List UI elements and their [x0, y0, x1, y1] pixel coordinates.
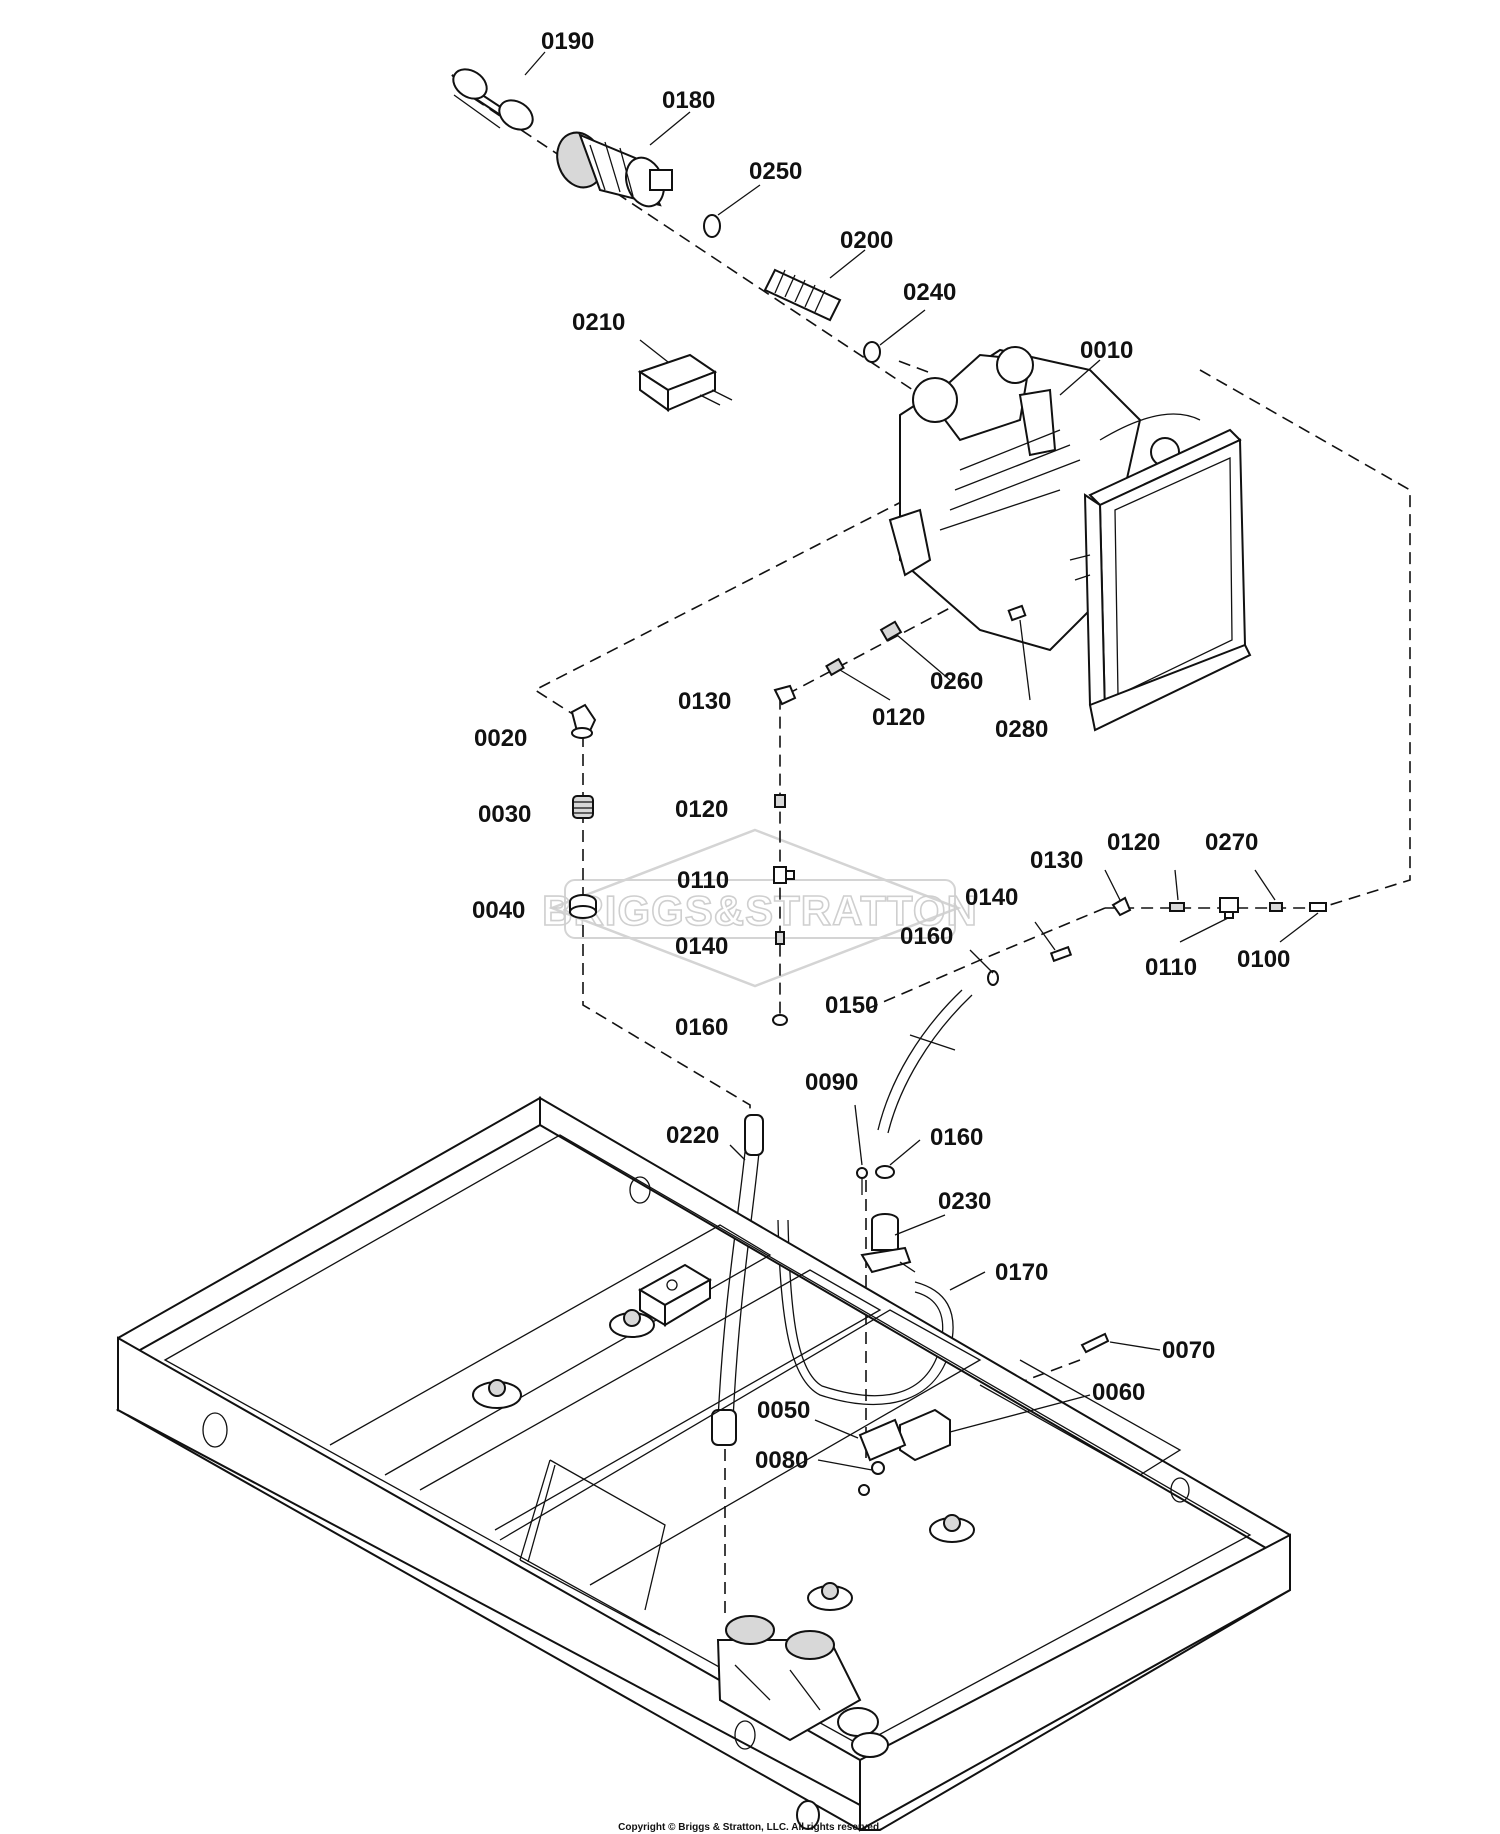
label-0160-mid: 0160 — [675, 1014, 728, 1041]
label-0260: 0260 — [930, 668, 983, 695]
fitting-0120b — [774, 794, 786, 808]
fitting-0120a — [825, 657, 845, 677]
label-0030: 0030 — [478, 801, 531, 828]
label-0240: 0240 — [903, 279, 956, 306]
ferrule-0160c — [875, 1165, 895, 1179]
label-0050: 0050 — [757, 1397, 810, 1424]
label-0200: 0200 — [840, 227, 893, 254]
intake-hose — [763, 268, 842, 322]
label-0010: 0010 — [1080, 337, 1133, 364]
label-0080: 0080 — [755, 1447, 808, 1474]
nut-0080 — [858, 1461, 885, 1496]
coupling-0030 — [572, 795, 594, 819]
engine-mounts — [472, 1309, 975, 1611]
air-cleaner-housing — [556, 131, 673, 208]
fuel-hose-0220 — [711, 1114, 764, 1446]
label-0090: 0090 — [805, 1069, 858, 1096]
base-frame — [115, 1096, 1291, 1832]
fuel-filter-0230 — [860, 1213, 916, 1274]
bolt-0090 — [856, 1167, 868, 1195]
label-0230: 0230 — [938, 1188, 991, 1215]
label-0270: 0270 — [1205, 829, 1258, 856]
junction-box — [638, 1263, 712, 1327]
elbow-0130a — [773, 684, 797, 706]
bushing-0040 — [569, 894, 597, 919]
label-0060: 0060 — [1092, 1379, 1145, 1406]
clamp-0250 — [703, 214, 721, 238]
label-0120-mid: 0120 — [675, 796, 728, 823]
label-0120-right: 0120 — [1107, 829, 1160, 856]
fitting-0140a — [775, 931, 785, 945]
label-0070: 0070 — [1162, 1337, 1215, 1364]
bracket-0060 — [899, 1408, 951, 1462]
fitting-0100 — [1309, 902, 1327, 912]
tee-0110a — [773, 866, 795, 884]
label-0110-mid: 0110 — [677, 867, 729, 894]
label-0170: 0170 — [995, 1259, 1048, 1286]
elbow-0020 — [570, 703, 597, 739]
label-0160-lower: 0160 — [930, 1124, 983, 1151]
label-0280: 0280 — [995, 716, 1048, 743]
fuel-hose-0150 — [877, 989, 973, 1134]
label-0160-right: 0160 — [900, 923, 953, 950]
label-0140-right: 0140 — [965, 884, 1018, 911]
elbow-0130b — [1111, 896, 1132, 917]
fitting-0270 — [1269, 902, 1283, 912]
radiator — [1069, 428, 1252, 732]
air-filter-element — [451, 68, 534, 131]
fuel-regulator — [716, 1615, 889, 1758]
label-0100: 0100 — [1237, 946, 1290, 973]
label-0120-upper: 0120 — [872, 704, 925, 731]
label-0110-right: 0110 — [1145, 954, 1197, 981]
watermark-text: BRIGGS&STRATTON — [542, 887, 978, 934]
label-0130-right: 0130 — [1030, 847, 1083, 874]
label-0210: 0210 — [572, 309, 625, 336]
fitting-0120c — [1169, 902, 1185, 912]
screw-0070 — [1080, 1332, 1110, 1354]
fitting-0140b — [1049, 945, 1073, 963]
watermark-logo: BRIGGS&STRATTON — [541, 828, 978, 988]
leader-lines — [524, 51, 1319, 1471]
fitting-0280 — [1007, 604, 1027, 622]
label-0220: 0220 — [666, 1122, 719, 1149]
label-0140-mid: 0140 — [675, 933, 728, 960]
fitting-0260 — [879, 620, 903, 642]
part-labels: 0190 0180 0250 0200 0240 0210 0010 0260 … — [472, 28, 1290, 1474]
ferrule-0160a — [772, 1014, 788, 1026]
label-0040: 0040 — [472, 897, 525, 924]
tee-0110b — [1219, 897, 1239, 919]
fuel-hose-0170 — [777, 1219, 954, 1406]
label-0190: 0190 — [541, 28, 594, 55]
label-0150: 0150 — [825, 992, 878, 1019]
lift-handle — [519, 1459, 666, 1636]
label-0180: 0180 — [662, 87, 715, 114]
clamp-0240 — [863, 341, 881, 363]
relay-module — [637, 353, 733, 412]
label-0020: 0020 — [474, 725, 527, 752]
label-0130-upper: 0130 — [678, 688, 731, 715]
plate-0050 — [858, 1418, 907, 1462]
label-0250: 0250 — [749, 158, 802, 185]
copyright-notice: Copyright © Briggs & Stratton, LLC. All … — [618, 1822, 882, 1833]
ferrule-0160b — [987, 970, 999, 986]
